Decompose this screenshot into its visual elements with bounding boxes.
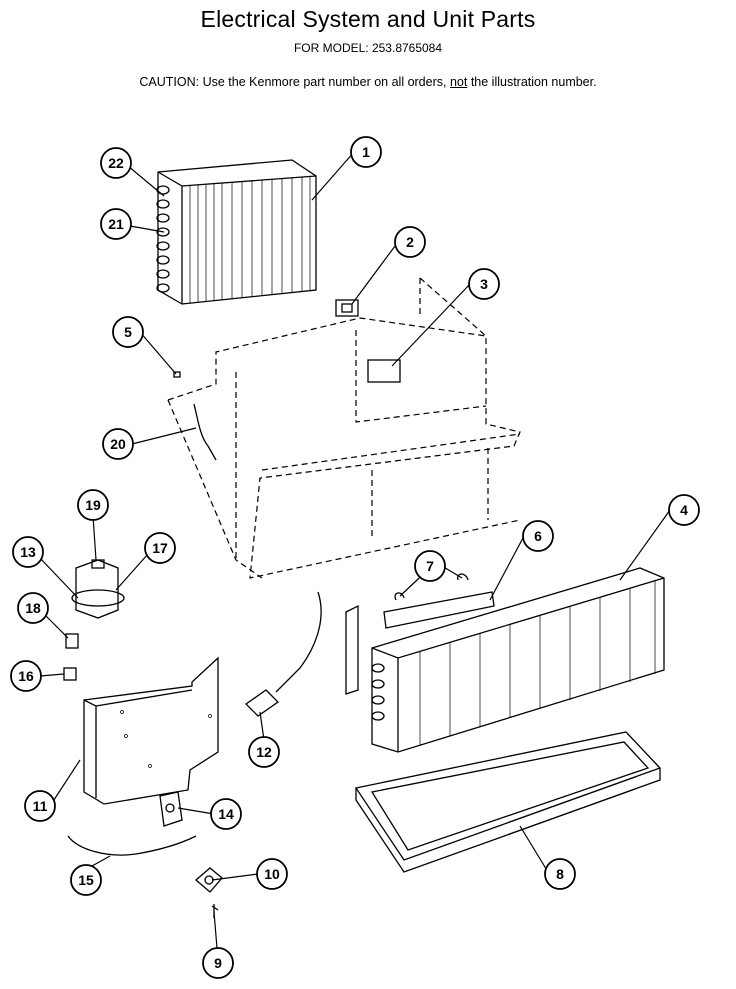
callout-9-label: 9 [214, 955, 222, 971]
callout-12-label: 12 [256, 744, 272, 760]
diagram-title: Electrical System and Unit Parts [200, 6, 536, 32]
wire-harness-drawing [67, 835, 197, 856]
leader-lines [39, 151, 671, 961]
clips-drawing [394, 573, 469, 601]
callout-13-label: 13 [20, 544, 36, 560]
callout-16: 16 [10, 660, 42, 692]
callout-4: 4 [668, 494, 700, 526]
caution-suffix: the illustration number. [467, 75, 597, 89]
callout-8-label: 8 [556, 866, 564, 882]
callout-17-label: 17 [152, 540, 168, 556]
callout-11-label: 11 [33, 798, 48, 814]
callout-7-label: 7 [426, 558, 434, 574]
screw-9-drawing [211, 904, 219, 918]
callout-9: 9 [202, 947, 234, 979]
callout-14: 14 [210, 798, 242, 830]
callout-1: 1 [350, 136, 382, 168]
power-cord-drawing [244, 591, 322, 717]
callout-3-label: 3 [480, 276, 488, 292]
callout-6-label: 6 [534, 528, 542, 544]
callout-2-label: 2 [406, 234, 414, 250]
callout-19-label: 19 [85, 497, 101, 513]
callout-8: 8 [544, 858, 576, 890]
callout-11: 11 [24, 790, 56, 822]
drain-tray-drawing [354, 731, 662, 873]
base-pan-drawing [167, 277, 521, 579]
switch-drawing [335, 299, 359, 317]
screw-drawing [173, 371, 181, 378]
callout-5-label: 5 [124, 324, 132, 340]
callout-12: 12 [248, 736, 280, 768]
control-panel-drawing [83, 656, 219, 805]
switch-knob-drawing [195, 867, 223, 893]
callout-22: 22 [100, 147, 132, 179]
callout-16-label: 16 [18, 668, 34, 684]
callout-22-label: 22 [108, 155, 124, 171]
callout-19: 19 [77, 489, 109, 521]
thermostat-drawing [159, 791, 183, 827]
callout-7: 7 [414, 550, 446, 582]
callout-10: 10 [256, 858, 288, 890]
callout-14-label: 14 [218, 806, 234, 822]
condenser-coil-drawing [156, 159, 317, 305]
caution-note: CAUTION: Use the Kenmore part number on … [0, 75, 736, 89]
callout-15-label: 15 [78, 872, 94, 888]
callout-3: 3 [468, 268, 500, 300]
callout-4-label: 4 [680, 502, 688, 518]
callout-2: 2 [394, 226, 426, 258]
callout-15: 15 [70, 864, 102, 896]
callout-18-label: 18 [25, 600, 41, 616]
callout-20-label: 20 [110, 436, 126, 452]
evaporator-coil-drawing [371, 567, 665, 753]
callout-6: 6 [522, 520, 554, 552]
model-number: FOR MODEL: 253.8765084 [293, 41, 443, 55]
caution-emphasis: not [449, 75, 468, 89]
callout-17: 17 [144, 532, 176, 564]
callout-13: 13 [12, 536, 44, 568]
filter-strip-drawing [383, 591, 495, 629]
callout-18: 18 [17, 592, 49, 624]
callout-20: 20 [102, 428, 134, 460]
callout-21-label: 21 [108, 216, 124, 232]
callout-5: 5 [112, 316, 144, 348]
callout-10-label: 10 [264, 866, 280, 882]
bracket-drawing [345, 604, 359, 695]
callout-1-label: 1 [362, 144, 370, 160]
wire-drawing [193, 403, 217, 461]
caution-prefix: CAUTION: Use the Kenmore part number on … [139, 75, 450, 89]
callout-21: 21 [100, 208, 132, 240]
terminal-block-drawing [63, 667, 77, 681]
relay-drawing [65, 633, 79, 649]
capacitor-drawing [71, 559, 125, 619]
